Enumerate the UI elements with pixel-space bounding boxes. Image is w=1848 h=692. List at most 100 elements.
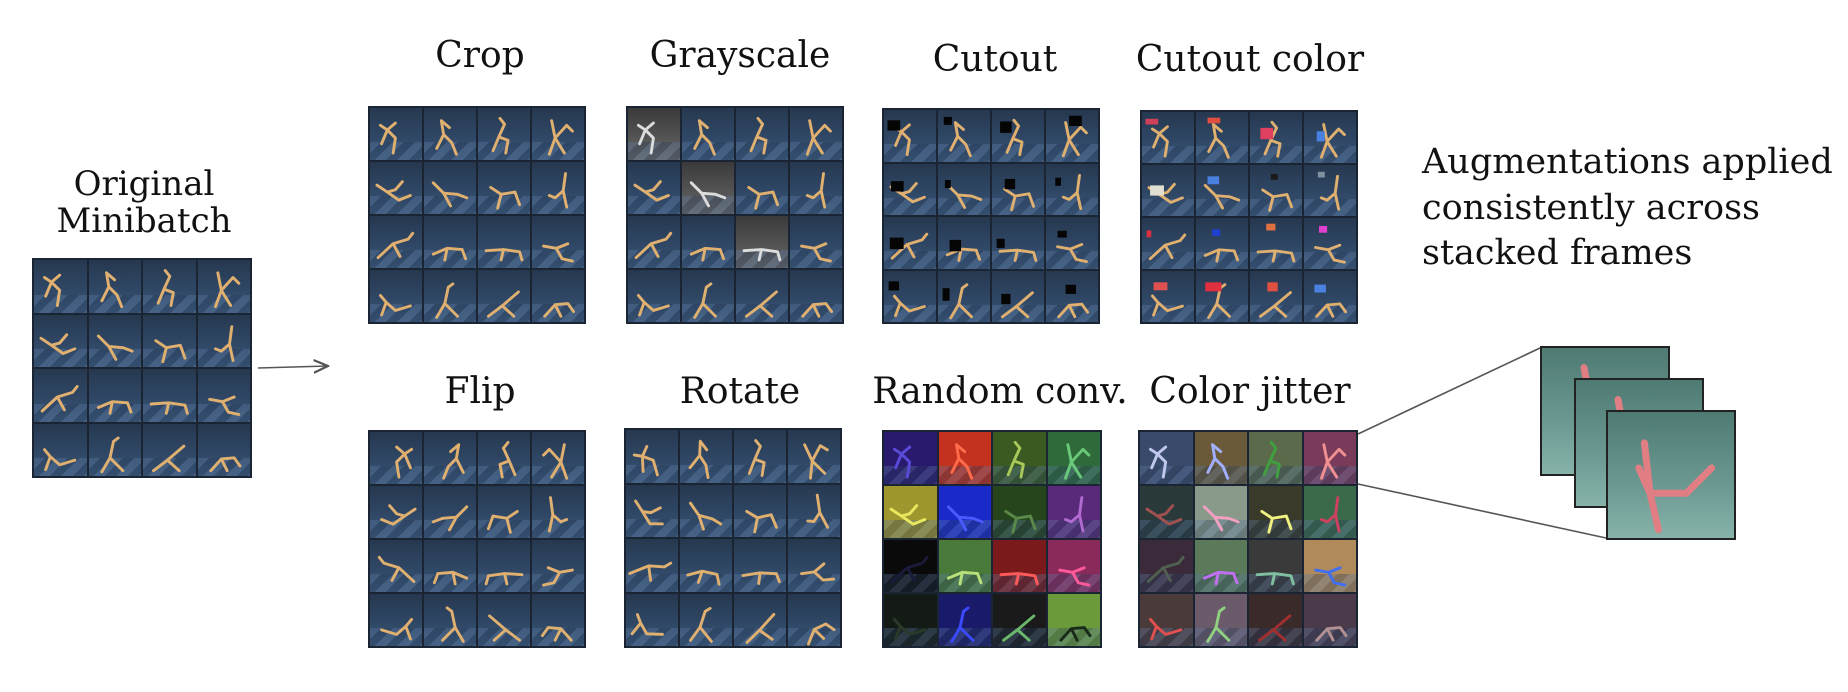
rotate-thumbnail — [626, 484, 678, 537]
color-jitter-thumbnail — [1194, 432, 1247, 484]
random-conv-thumbnail — [1047, 540, 1100, 592]
cutout-color-thumbnail — [1304, 165, 1356, 216]
cutout-thumbnail — [884, 217, 936, 269]
cutout-thumbnail — [1046, 270, 1098, 322]
grayscale-thumbnail — [736, 108, 788, 160]
crop-thumbnail — [424, 216, 476, 268]
cutout-thumbnail — [938, 110, 990, 162]
original-minibatch-thumbnail — [197, 369, 250, 422]
flip-thumbnail — [478, 594, 530, 646]
crop-thumbnail — [532, 216, 584, 268]
random-conv-thumbnail — [993, 594, 1046, 646]
rotate-thumbnail — [626, 430, 678, 483]
grayscale-thumbnail — [628, 108, 680, 160]
cutout-color-thumbnail — [1250, 165, 1302, 216]
color-jitter-thumbnail — [1303, 594, 1356, 646]
color-jitter-thumbnail — [1303, 486, 1356, 538]
crop-thumbnail — [424, 108, 476, 160]
cutout-color-thumbnail — [1196, 165, 1248, 216]
crop-thumbnail — [478, 216, 530, 268]
rotate-thumbnail — [626, 539, 678, 592]
cutout-color-thumbnail — [1304, 271, 1356, 322]
random-conv-thumbnail — [938, 594, 991, 646]
color-jitter-thumbnail — [1140, 540, 1193, 592]
grayscale-thumbnail — [682, 108, 734, 160]
random-conv-thumbnail — [938, 540, 991, 592]
color-jitter-thumbnail — [1303, 432, 1356, 484]
original-minibatch-thumbnail — [88, 369, 141, 422]
cutout-thumbnail — [884, 270, 936, 322]
original-minibatch-thumbnail — [88, 423, 141, 476]
cutout-thumbnail — [992, 217, 1044, 269]
flip-thumbnail — [424, 432, 476, 484]
cutout-color-thumbnail — [1142, 112, 1194, 163]
original-label-line2: Minibatch — [56, 201, 232, 242]
crop-thumbnail — [370, 270, 422, 322]
cutout-color-thumbnail — [1196, 218, 1248, 269]
grayscale-thumbnail — [628, 216, 680, 268]
color-jitter-thumbnail — [1303, 540, 1356, 592]
minibatch-arrow — [257, 366, 328, 368]
note-line1: Augmentations applied — [1422, 142, 1833, 182]
cutout-color-thumbnail — [1142, 271, 1194, 322]
flip-thumbnail — [478, 432, 530, 484]
cutout-thumbnail — [1046, 217, 1098, 269]
cutout-color-thumbnail — [1142, 165, 1194, 216]
cutout-label: Cutout — [932, 39, 1058, 80]
zoom-line-bottom — [1357, 483, 1607, 539]
color-jitter-thumbnail — [1140, 432, 1193, 484]
color-jitter-label: Color jitter — [1149, 371, 1351, 412]
grayscale-thumbnail — [736, 270, 788, 322]
cutout-thumbnail — [884, 163, 936, 215]
crop-thumbnail — [478, 162, 530, 214]
crop-thumbnail — [478, 108, 530, 160]
random-conv-thumbnail — [884, 594, 937, 646]
random-conv-thumbnail — [993, 486, 1046, 538]
crop-thumbnail — [532, 270, 584, 322]
note-line3: stacked frames — [1422, 233, 1693, 273]
flip-thumbnail — [532, 594, 584, 646]
rotate-thumbnail — [734, 484, 786, 537]
cutout-color-thumbnail — [1196, 271, 1248, 322]
cutout-color-thumbnail — [1250, 271, 1302, 322]
random-conv-thumbnail — [1047, 432, 1100, 484]
grayscale-label: Grayscale — [649, 35, 831, 76]
crop-thumbnail — [424, 162, 476, 214]
grayscale-thumbnail — [682, 216, 734, 268]
color-jitter-thumbnail — [1249, 432, 1302, 484]
grayscale-thumbnail — [790, 162, 842, 214]
cutout-thumbnail — [938, 270, 990, 322]
rotate-thumbnail — [788, 484, 840, 537]
color-jitter-thumbnail — [1194, 486, 1247, 538]
random-conv-thumbnail — [993, 540, 1046, 592]
flip-thumbnail — [424, 594, 476, 646]
cutout-color-thumbnail — [1250, 112, 1302, 163]
rotate-thumbnail — [788, 430, 840, 483]
flip-thumbnail — [532, 432, 584, 484]
flip-thumbnail — [370, 540, 422, 592]
cutout-grid — [882, 108, 1100, 324]
zoom-line-top — [1357, 347, 1541, 435]
cutout-color-thumbnail — [1142, 218, 1194, 269]
original-minibatch-thumbnail — [197, 423, 250, 476]
flip-thumbnail — [478, 540, 530, 592]
cutout-color-thumbnail — [1304, 218, 1356, 269]
crop-thumbnail — [532, 108, 584, 160]
augmentation-note: Augmentations applied consistently acros… — [1422, 140, 1842, 277]
color-jitter-thumbnail — [1249, 594, 1302, 646]
flip-grid — [368, 430, 586, 648]
original-minibatch-thumbnail — [143, 260, 196, 313]
rotate-thumbnail — [734, 430, 786, 483]
crop-thumbnail — [478, 270, 530, 322]
grayscale-thumbnail — [790, 108, 842, 160]
rotate-thumbnail — [680, 539, 732, 592]
flip-thumbnail — [370, 594, 422, 646]
random-conv-thumbnail — [884, 540, 937, 592]
crop-thumbnail — [424, 270, 476, 322]
cutout-thumbnail — [938, 217, 990, 269]
grayscale-thumbnail — [628, 270, 680, 322]
original-minibatch-thumbnail — [197, 314, 250, 367]
color-jitter-thumbnail — [1249, 486, 1302, 538]
original-minibatch-thumbnail — [34, 314, 87, 367]
rotate-thumbnail — [680, 593, 732, 646]
